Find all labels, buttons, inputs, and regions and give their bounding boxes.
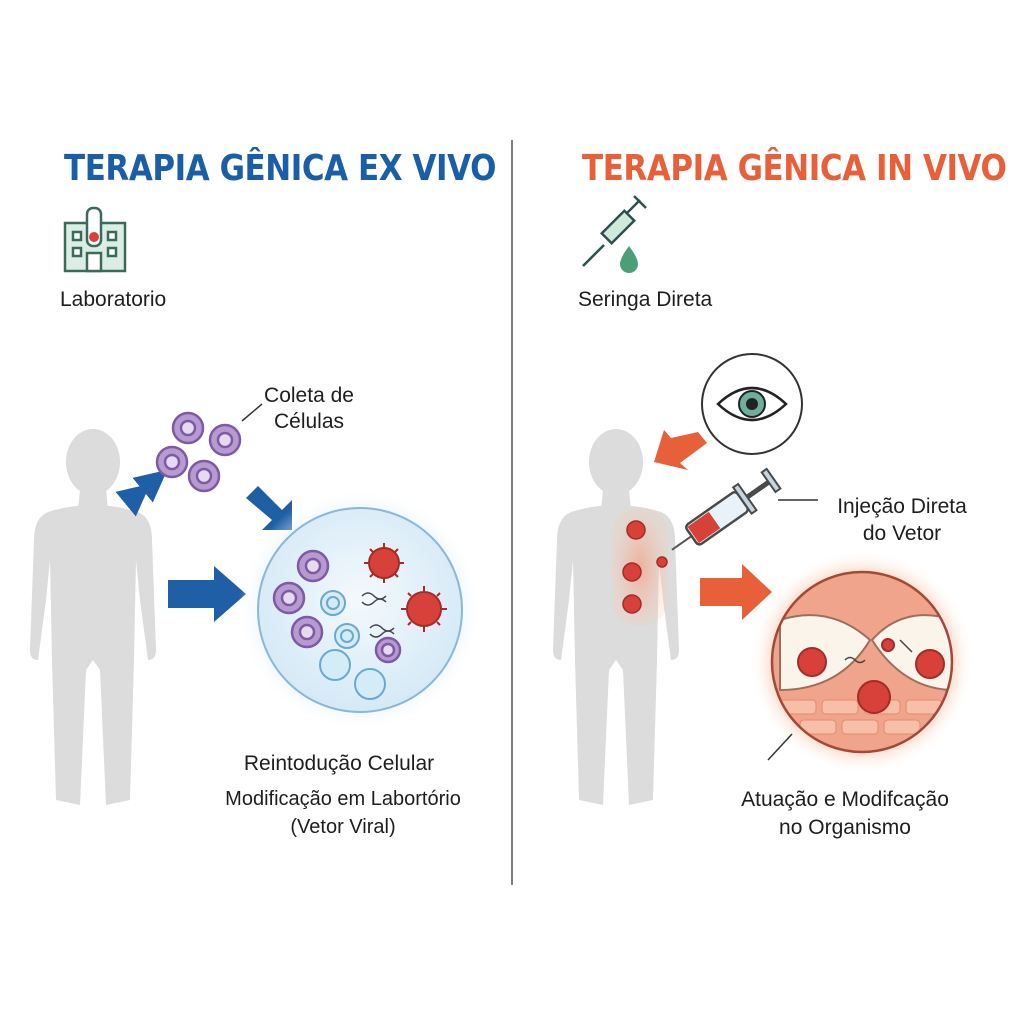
syringe-label: Seringa Direta — [578, 288, 713, 311]
virus-icon — [364, 543, 404, 583]
dna-vector-icon — [361, 592, 395, 638]
tissue-view — [750, 550, 974, 774]
laboratory-label: Laboratorio — [60, 288, 167, 311]
right-title: TERAPIA GÊNICA IN VIVO — [582, 148, 1007, 189]
blue-horizontal-arrow — [168, 566, 246, 622]
right-title-text: TERAPIA GÊNICA IN VIVO — [582, 148, 1007, 189]
action-label-line1: Atuação e Modifcação — [741, 788, 949, 811]
collect-label-line2: Células — [273, 410, 345, 433]
action-label-line2: no Organismo — [779, 816, 911, 839]
virus-icon — [915, 649, 945, 679]
modification-label-line2: (Vetor Viral) — [290, 816, 396, 838]
modification-label-line1: Modificação em Labortório — [225, 788, 461, 810]
droplet-icon — [620, 246, 638, 273]
eye-icon — [701, 353, 803, 455]
collected-cells — [155, 411, 242, 493]
reintroduction-label: Reintodução Celular — [243, 752, 435, 775]
syringe-icon — [582, 195, 647, 267]
injection-site-glow — [612, 508, 668, 626]
action-leader-line — [767, 733, 793, 761]
virus-icon — [797, 647, 827, 677]
collect-leader-line — [241, 403, 263, 422]
injection-label-line1: Injeção Direta — [837, 495, 967, 518]
left-title: TERAPIA GÊNICA EX VIVO — [64, 148, 496, 189]
petri-dish — [238, 488, 482, 732]
syringe-injector — [671, 467, 782, 551]
virus-icon — [857, 680, 891, 714]
virus-icon — [401, 586, 447, 632]
virus-icon — [881, 638, 895, 652]
orange-horizontal-arrow — [700, 564, 772, 620]
left-title-text: TERAPIA GÊNICA EX VIVO — [64, 148, 497, 189]
injection-label-line2: do Vetor — [862, 522, 942, 545]
human-body-silhouette — [30, 429, 156, 805]
orange-diagonal-arrow — [654, 430, 707, 470]
exchange-arrow — [115, 469, 168, 517]
laboratory-building-icon — [63, 206, 127, 273]
collect-label-line1: Coleta de — [264, 384, 354, 407]
